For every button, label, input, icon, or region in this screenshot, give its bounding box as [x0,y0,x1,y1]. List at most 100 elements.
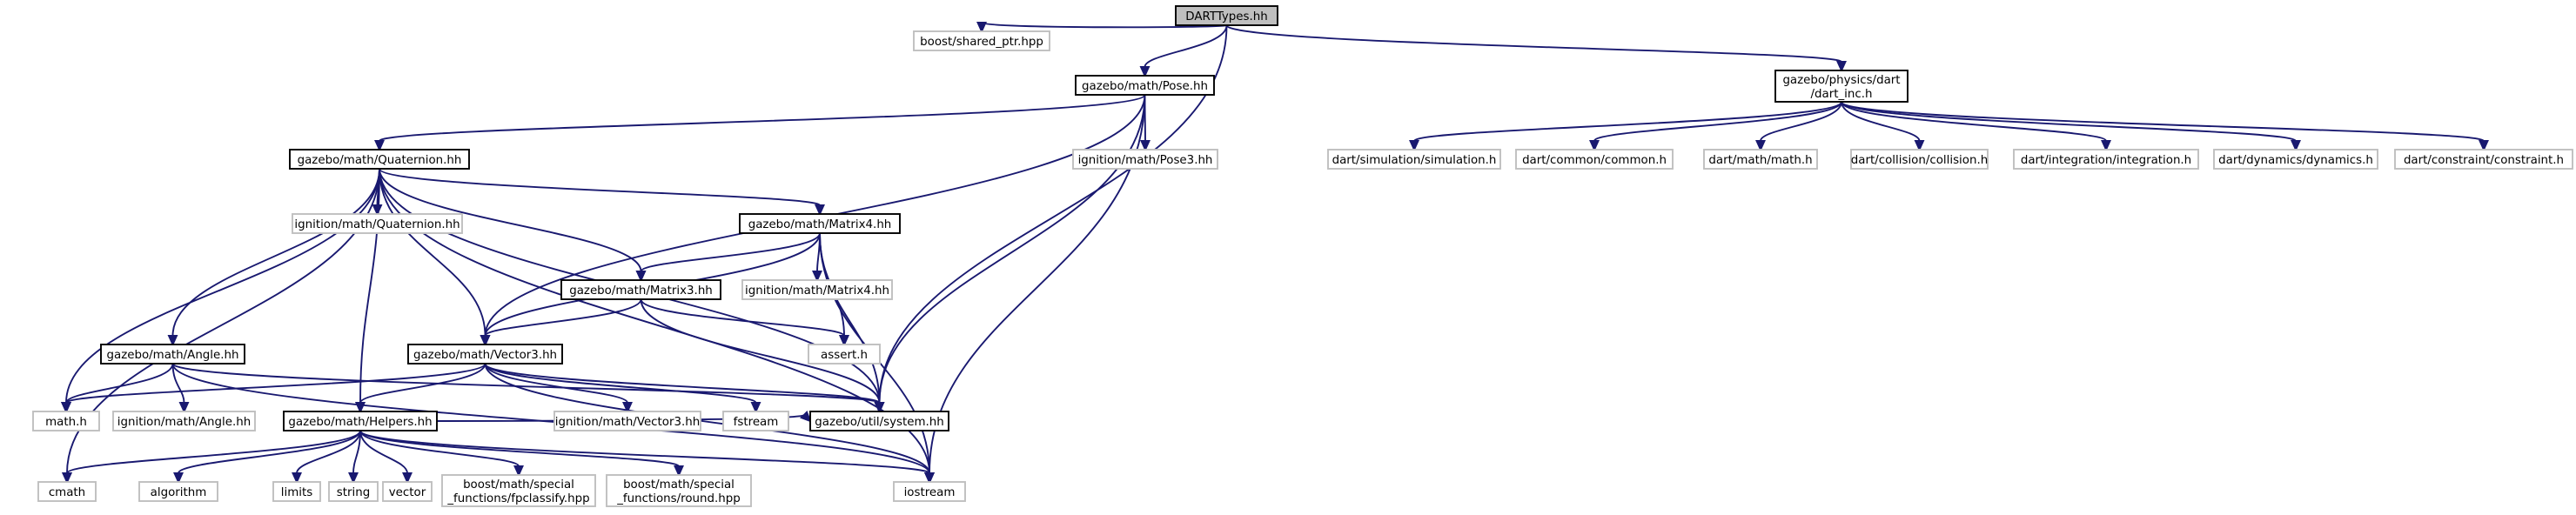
node-vector: vector [382,481,433,502]
edge-line [819,232,881,404]
node-vector3[interactable]: gazebo/math/Vector3.hh [407,344,563,365]
edge-dart_inc-to-integration [1841,101,2111,152]
node-label: gazebo/util/system.hh [815,416,944,429]
edge-line [379,168,486,337]
node-label: gazebo/math/Pose.hh [1082,80,1208,93]
edge-root-to-pose [1139,24,1228,78]
edge-root-to-dart_inc [1225,24,1847,73]
node-dart_inc[interactable]: gazebo/physics/dart/dart_inc.h [1774,70,1909,103]
node-label: DARTTypes.hh [1185,10,1267,23]
node-box [441,474,596,507]
node-label: boost/shared_ptr.hpp [920,36,1043,49]
node-box [382,481,433,502]
edge-vector3-to-mathh [61,363,486,414]
node-quaternion[interactable]: gazebo/math/Quaternion.hh [289,149,470,170]
node-box [741,279,893,300]
node-simulation: dart/simulation/simulation.h [1327,149,1501,170]
edge-helpers-to-algorithm [173,430,361,485]
node-dmath: dart/math/math.h [1703,149,1818,170]
node-label: /dart_inc.h [1811,88,1873,101]
node-label: ignition/math/Pose3.hh [1078,154,1213,167]
node-label: fstream [734,416,779,429]
edge-arrowhead [513,465,524,478]
node-dynamics: dart/dynamics/dynamics.h [2213,149,2378,170]
node-ign_angle: ignition/math/Angle.hh [112,411,256,431]
edge-line [296,430,361,474]
edge-arrowhead [839,335,849,347]
edge-arrowhead [622,402,633,414]
edge-line [65,168,380,404]
node-box [2213,149,2378,170]
edge-line [352,430,361,474]
edge-line [359,363,486,404]
node-box [407,344,563,365]
edge-line [640,298,881,404]
node-shared_ptr: boost/shared_ptr.hpp [913,30,1050,51]
node-label: gazebo/physics/dart [1782,74,1900,87]
node-label: algorithm [151,486,207,499]
node-box [37,481,97,502]
node-box [138,481,218,502]
edge-arrowhead [674,465,684,478]
node-box [1703,149,1818,170]
node-box [2013,149,2199,170]
node-label: ignition/math/Matrix4.hh [745,284,889,298]
edge-arrowhead [1755,140,1766,152]
edge-line [484,363,757,404]
edge-arrowhead [1589,140,1600,152]
edge-line [171,363,881,404]
node-label: math.h [45,416,87,429]
edge-arrowhead [1914,140,1925,152]
node-helpers[interactable]: gazebo/math/Helpers.hh [283,411,438,431]
node-label: boost/math/special [623,478,735,492]
edge-line [1593,101,1842,142]
node-box [283,411,438,431]
edge-dart_inc-to-dynamics [1841,101,2301,152]
edge-arrowhead [2479,140,2489,152]
node-box [2394,149,2573,170]
node-ign_quat: ignition/math/Quaternion.hh [292,213,463,234]
edge-line [379,168,642,272]
node-fpclassify: boost/math/special_functions/fpclassify.… [441,474,596,507]
edge-line [1841,101,1921,142]
edge-line [379,94,1146,142]
edge-line [171,363,930,474]
edge-arrowhead [374,140,385,152]
node-mathh: math.h [32,411,100,431]
node-box [32,411,100,431]
edge-line [359,430,930,474]
edge-quaternion-to-mathh [61,168,380,414]
edge-helpers-to-vector [359,430,413,485]
node-label: gazebo/math/Quaternion.hh [298,154,462,167]
edge-quaternion-to-angle [167,168,380,347]
edge-dart_inc-to-collision [1841,101,1925,152]
node-ign_pose3: ignition/math/Pose3.hh [1072,149,1218,170]
edge-helpers-to-round [359,430,684,478]
edge-arrowhead [1836,61,1847,73]
node-iostream: iostream [893,481,966,502]
edge-line [640,232,821,272]
edge-line [1841,101,2297,142]
node-box [1175,5,1278,26]
node-system[interactable]: gazebo/util/system.hh [809,411,949,431]
edge-arrowhead [800,411,812,423]
node-label: _functions/round.hpp [616,492,741,505]
node-box [606,474,752,507]
node-root[interactable]: DARTTypes.hh [1175,5,1278,26]
edge-line [484,298,642,337]
node-ign_mat4: ignition/math/Matrix4.hh [741,279,893,300]
node-angle[interactable]: gazebo/math/Angle.hh [100,344,245,365]
node-matrix4[interactable]: gazebo/math/Matrix4.hh [739,213,901,234]
node-label: dart/constraint/constraint.h [2404,154,2564,167]
node-pose[interactable]: gazebo/math/Pose.hh [1075,75,1215,96]
node-ign_vec3: ignition/math/Vector3.hh [553,411,701,431]
node-box [100,344,245,365]
edge-arrowhead [874,402,885,414]
edge-arrowhead [167,335,178,347]
node-matrix3[interactable]: gazebo/math/Matrix3.hh [560,279,721,300]
node-common: dart/common/common.h [1515,149,1674,170]
edge-dart_inc-to-dmath [1755,101,1842,152]
edge-arrowhead [372,204,383,217]
node-box [913,30,1050,51]
